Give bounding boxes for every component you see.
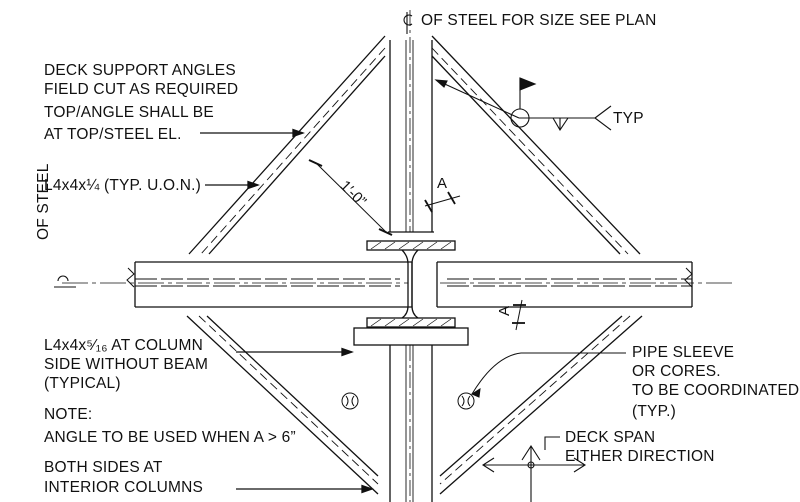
deck-support-line-4: AT TOP/STEEL EL. (44, 126, 182, 143)
pipe-sleeve-line-3: TO BE COORDINATED (632, 382, 800, 399)
note-heading: NOTE: (44, 406, 93, 423)
leader-angle-typ (205, 180, 260, 190)
deck-span-line-1: DECK SPAN (565, 429, 656, 446)
weld-symbol (434, 77, 612, 132)
pipe-sleeve-symbol-left (341, 392, 359, 410)
leader-both-sides (236, 484, 374, 494)
horizontal-beam-left (62, 261, 413, 308)
column-angle-line-1: L4x4x⁵⁄₁₆ AT COLUMN (44, 337, 203, 354)
pipe-sleeve-line-1: PIPE SLEEVE (632, 344, 735, 361)
horizontal-beam-right (436, 261, 735, 308)
column-angle-line-2: SIDE WITHOUT BEAM (44, 356, 209, 373)
both-sides-line-2: INTERIOR COLUMNS (44, 479, 204, 496)
weld-typ-label: TYP (613, 110, 644, 127)
deck-support-angle-frame (186, 35, 643, 495)
dimension-a-top-label: A (437, 175, 447, 192)
angle-typ-note: L4x4x¼ (TYP. U.O.N.) (44, 177, 202, 194)
dimension-diag-label: 1′-0” (337, 177, 370, 210)
centerline-symbol-left (54, 275, 76, 288)
both-sides-line-1: BOTH SIDES AT (44, 459, 163, 476)
deck-span-line-2: EITHER DIRECTION (565, 448, 715, 465)
pipe-sleeve-symbol-right (457, 352, 626, 410)
of-steel-vertical-label: OF STEEL (35, 163, 52, 240)
pipe-sleeve-line-4: (TYP.) (632, 403, 676, 420)
deck-support-line-1: DECK SUPPORT ANGLES (44, 62, 236, 79)
vertical-beam-bottom (389, 333, 433, 502)
pipe-sleeve-line-2: OR CORES. (632, 363, 721, 380)
column-i-section (353, 240, 469, 346)
deck-support-line-3: TOP/ANGLE SHALL BE (44, 104, 214, 121)
vertical-beam-top (388, 10, 434, 233)
centerline-note-top: OF STEEL FOR SIZE SEE PLAN (421, 12, 657, 29)
dimension-a-right (512, 299, 526, 331)
column-angle-line-3: (TYPICAL) (44, 375, 121, 392)
centerline-symbol-top (403, 12, 413, 34)
note-body: ANGLE TO BE USED WHEN A > 6” (44, 429, 296, 446)
dimension-a-right-label: A (496, 306, 513, 316)
dimension-diag-1ft (308, 159, 393, 236)
dimension-a-top (424, 191, 461, 213)
leader-column-angle (236, 347, 354, 357)
leader-deck-support (200, 128, 305, 138)
deck-span-arrows (481, 436, 587, 502)
deck-support-line-2: FIELD CUT AS REQUIRED (44, 81, 239, 98)
